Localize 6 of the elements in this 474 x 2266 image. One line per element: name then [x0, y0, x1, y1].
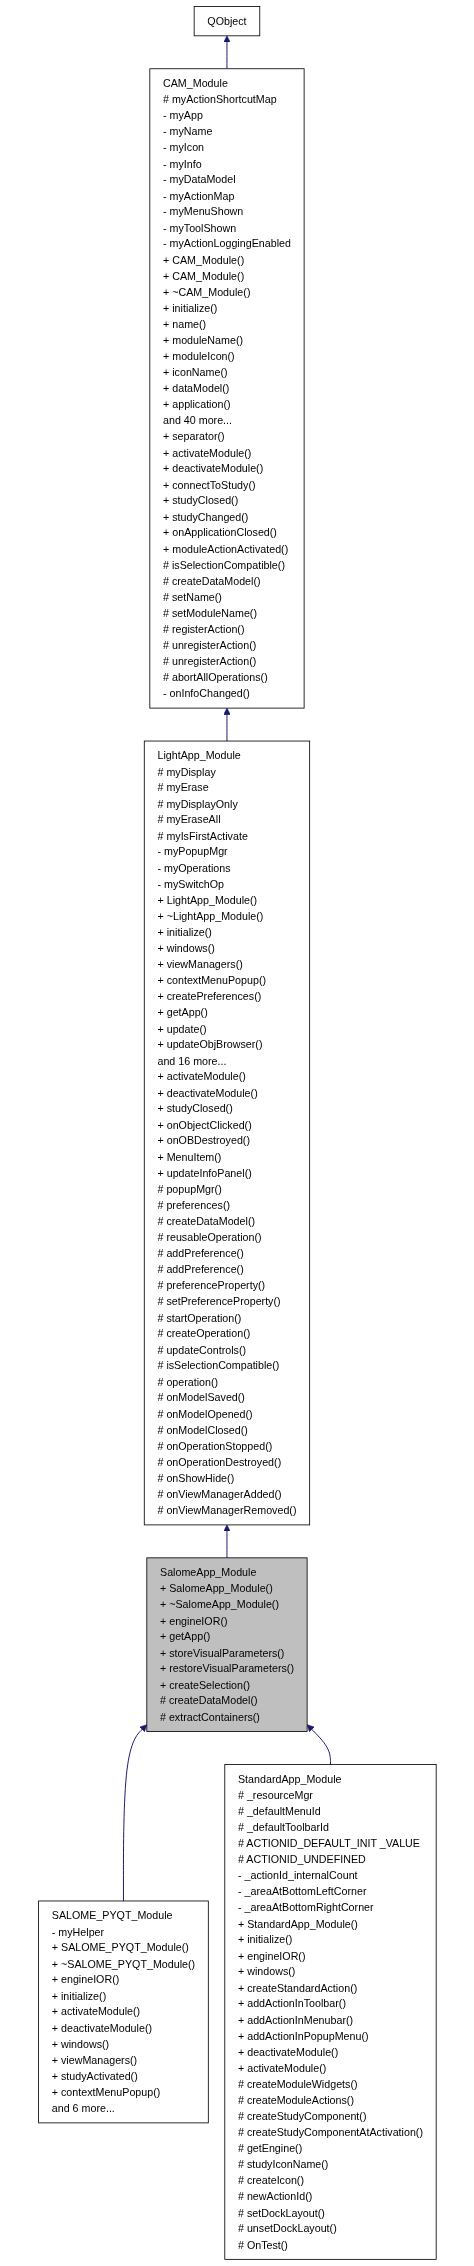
node-box: SALOME_PYQT_Module - myHelper + SALOME_PYQT_Module() + ~SALOME_PYQT_Module() + engineIOR() + initialize() + activateModule() + deactivateModule() + windows() + viewManagers() + studyActivated() + contextMenuPopup() and 6 more... [37, 1900, 209, 2124]
node-box: StandardApp_Module # _resourceMgr # _defaultMenuId # _defaultToolbarId # ACTIONID_DEFAULT_INIT _VALUE # ACTIONID_UNDEFINED - _actionId_internalCount - _areaAtBottomLeftCorner - _areaAtBottomRightCorner + StandardApp_Module() + initialize() + engineIOR() + windows() + createStandardAction() + addActionInToolbar() + addActionInMenubar() + addActionInPopupMenu() + deactivateModule() + activateModule() # createModuleWidgets() # createModuleActions() # createStudyComponent() # createStudyComponentAtActivation() # getEngine() # studyIconName() # createIcon() # newActionId() # setDockLayout() # unsetDockLayout() # OnTest() [224, 1764, 437, 2260]
node-box: CAM_Module # myActionShortcutMap - myApp - myName - myIcon - myInfo - myDataModel - myActionMap - myMenuShown - myToolShown - myActionLoggingEnabled + CAM_Module() + CAM_Module() + ~CAM_Module() + initialize() + name() + moduleName() + moduleIcon() + iconName() + dataModel() + application() and 40 more... + separator() + activateModule() + deactivateModule() + connectToStudy() + studyClosed() + studyChanged() + onApplicationClosed() + moduleActionActivated() # isSelectionCompatible() # createDataModel() # setName() # setModuleName() # registerAction() # unregisterAction() # unregisterAction() # abortAllOperations() - onInfoChanged() [149, 68, 305, 709]
node-box: QObject [193, 6, 260, 37]
node-box: LightApp_Module # myDisplay # myErase # myDisplayOnly # myEraseAll # myIsFirstActivate - myPopupMgr - myOperations - mySwitchOp + LightApp_Module() + ~LightApp_Module() + initialize() + windows() + viewManagers() + contextMenuPopup() + createPreferences() + getApp() + update() + updateObjBrowser() and 16 more... + activateModule() + deactivateModule() + studyClosed() + onObjectClicked() + onOBDestroyed() + MenuItem() + updateInfoPanel() # popupMgr() # preferences() # createDataModel() # reusableOperation() # addPreference() # addPreference() # preferenceProperty() # setPreferenceProperty() # startOperation() # createOperation() # updateControls() # isSelectionCompatible() # operation() # onModelSaved() # onModelOpened() # onModelClosed() # onOperationStopped() # onOperationDestroyed() # onShowHide() # onViewManagerAdded() # onViewManagerRemoved() [143, 740, 310, 1526]
node-box: SalomeApp_Module + SalomeApp_Module() + ~SalomeApp_Module() + engineIOR() + getApp() + storeVisualParameters() + restoreVisualParameters() + createSelection() # createDataModel() # extractContainers() [146, 1557, 308, 1732]
